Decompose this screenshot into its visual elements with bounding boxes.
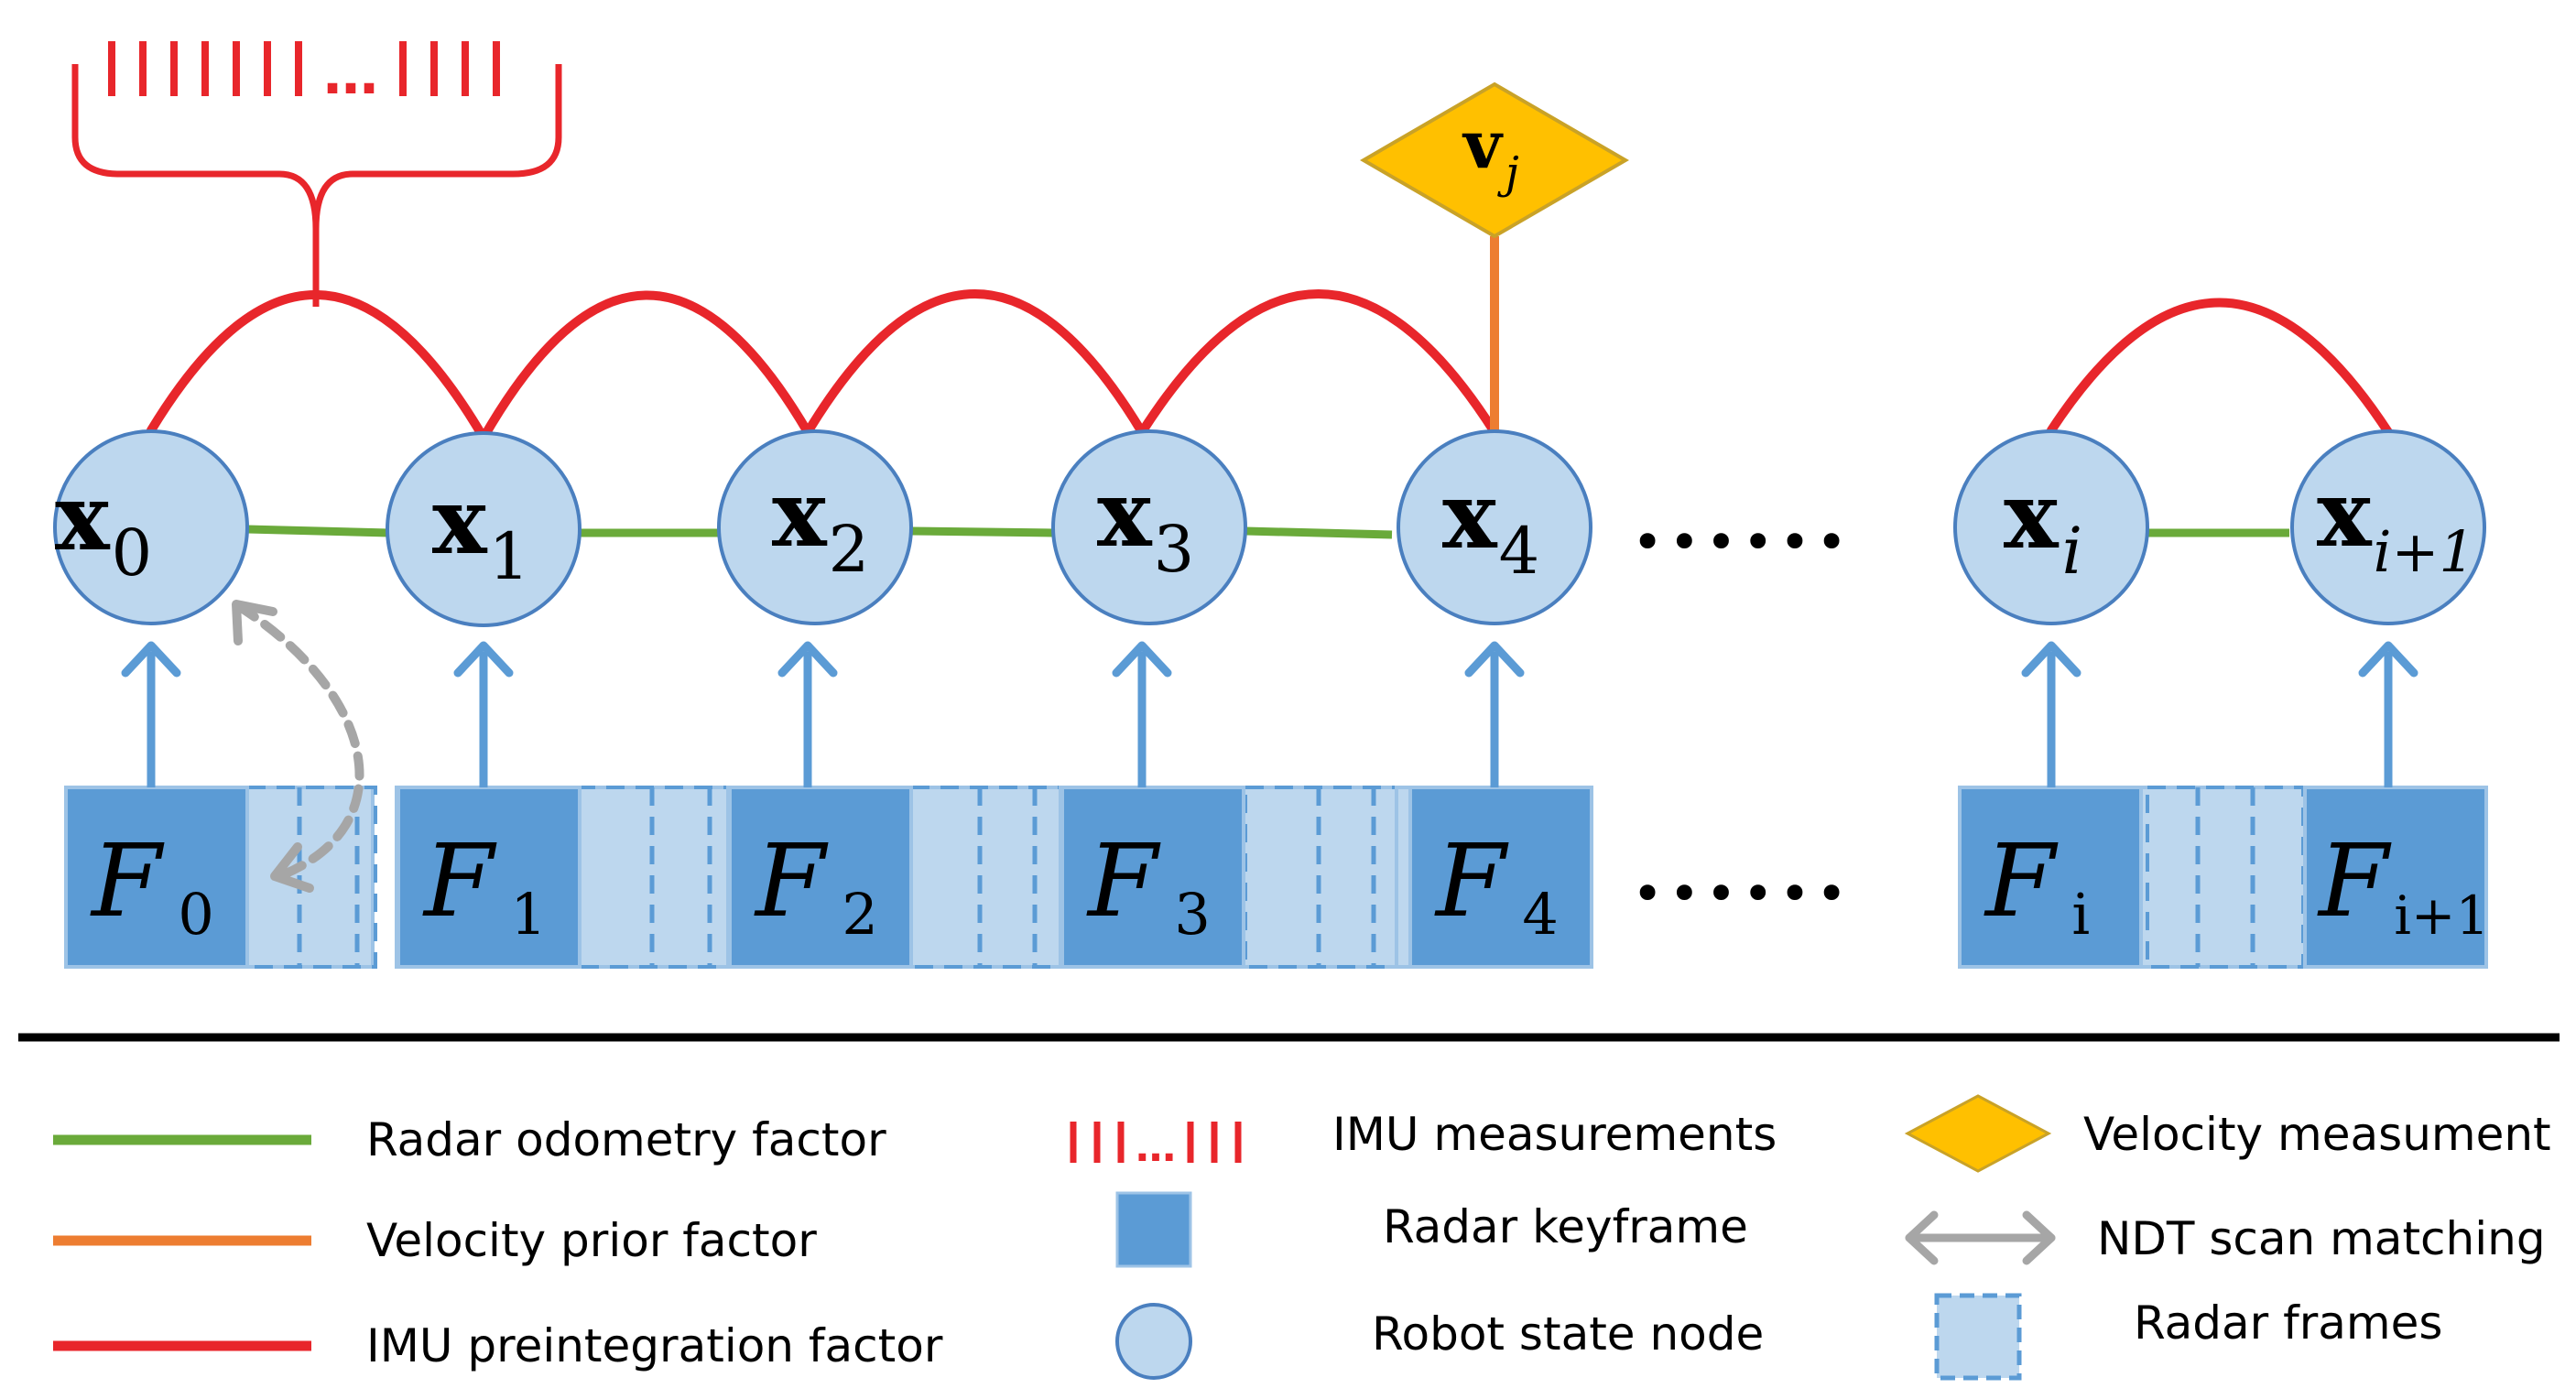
svg-text:F3: F3 <box>1086 822 1211 948</box>
radar-odometry-edges <box>246 525 2289 539</box>
svg-text:F2: F2 <box>754 822 878 948</box>
svg-text:F1: F1 <box>422 822 547 948</box>
imu-preintegration-arcs <box>147 289 2393 442</box>
legend-radar-keyframe-label: Radar keyframe <box>1383 1200 1748 1253</box>
svg-text:F4: F4 <box>1434 822 1559 948</box>
legend-radar-frames-swatch <box>1934 1293 2022 1381</box>
node-base: x <box>1097 460 1153 568</box>
svg-text:x0: x0 <box>55 463 152 591</box>
state-node-x3: x3 <box>1051 429 1247 625</box>
ndt-scan-matching-arrow <box>232 600 364 893</box>
node-base: x <box>55 463 111 571</box>
legend-imu-measurements-label: IMU measurements <box>1332 1108 1777 1161</box>
svg-text:xi: xi <box>2004 461 2082 589</box>
keyframe-sub: 4 <box>1522 881 1558 948</box>
node-sub: i+1 <box>2374 518 2475 585</box>
keyframe-sub: 2 <box>842 881 877 948</box>
keyframe-base: F <box>1086 822 1161 939</box>
legend-radar-odometry-label: Radar odometry factor <box>366 1113 886 1166</box>
node-sub: 2 <box>829 512 870 587</box>
legend-robot-state-node-label: Robot state node <box>1372 1307 1764 1361</box>
svg-text:Fi+1: Fi+1 <box>2317 822 2489 947</box>
svg-text:xi+1: xi+1 <box>2317 460 2475 585</box>
node-ellipsis: •••••• <box>1632 511 1853 573</box>
state-node-x0: x0 <box>53 429 249 625</box>
keyframe-base: F <box>422 822 497 939</box>
legend-velocity-prior-label: Velocity prior factor <box>366 1214 817 1267</box>
svg-text:Fi: Fi <box>1984 822 2090 948</box>
node-base: x <box>2317 460 2373 568</box>
node-sub: 4 <box>1499 514 1540 589</box>
legend-ndt-swatch <box>1905 1210 2056 1265</box>
node-sub: i <box>2062 514 2082 589</box>
keyframe-to-node-arrows <box>121 641 2418 787</box>
legend: Radar odometry factor Velocity prior fac… <box>53 1094 2551 1381</box>
keyframe-sub: 0 <box>178 881 213 948</box>
legend-ndt-label: NDT scan matching <box>2097 1212 2546 1265</box>
velocity-base: v <box>1462 105 1504 183</box>
svg-text:F0: F0 <box>90 822 214 948</box>
keyframe-base: F <box>90 822 165 939</box>
keyframe-base: F <box>2317 822 2392 939</box>
legend-robot-state-node-swatch <box>1115 1303 1192 1380</box>
keyframe-base: F <box>1984 822 2059 939</box>
keyframe-sub: i+1 <box>2394 884 2489 947</box>
node-base: x <box>432 467 488 575</box>
legend-velocity-measurement-swatch <box>1904 1094 2052 1173</box>
legend-radar-keyframe-swatch <box>1115 1191 1192 1268</box>
node-sub: 3 <box>1154 512 1195 587</box>
keyframe-sub: 3 <box>1174 881 1210 948</box>
keyframe-base: F <box>754 822 829 939</box>
legend-imu-swatch-dots: … <box>1136 1124 1176 1171</box>
svg-text:x3: x3 <box>1097 460 1194 587</box>
state-node-x1: x1 <box>386 431 582 627</box>
legend-radar-frames-label: Radar frames <box>2134 1296 2442 1350</box>
keyframe-ellipsis: •••••• <box>1632 862 1853 925</box>
state-node-x4: x4 <box>1397 429 1592 625</box>
keyframe-sub: i <box>2071 881 2090 948</box>
node-sub: 0 <box>112 515 153 591</box>
state-node-xi: xi <box>1953 429 2149 625</box>
node-base: x <box>1442 461 1498 569</box>
svg-text:x4: x4 <box>1442 461 1539 589</box>
legend-imu-measurements-swatch <box>1070 1122 1242 1163</box>
svg-text:x2: x2 <box>772 460 869 587</box>
legend-velocity-measurement-label: Velocity measument <box>2083 1108 2551 1161</box>
state-node-xi1: xi+1 <box>2290 429 2486 625</box>
keyframe-base: F <box>1434 822 1509 939</box>
state-node-x2: x2 <box>717 429 913 625</box>
legend-imu-preintegration-label: IMU preintegration factor <box>366 1319 943 1372</box>
velocity-measurement-node: vj <box>1360 81 1629 430</box>
svg-text:vj: vj <box>1462 105 1519 199</box>
imu-bracket-dots: … <box>323 43 378 107</box>
node-base: x <box>2004 461 2060 569</box>
imu-measurements-bracket: … <box>71 41 562 307</box>
keyframe-sub: 1 <box>510 881 546 948</box>
node-sub: 1 <box>489 519 530 594</box>
svg-text:x1: x1 <box>432 467 529 594</box>
node-base: x <box>772 460 828 568</box>
